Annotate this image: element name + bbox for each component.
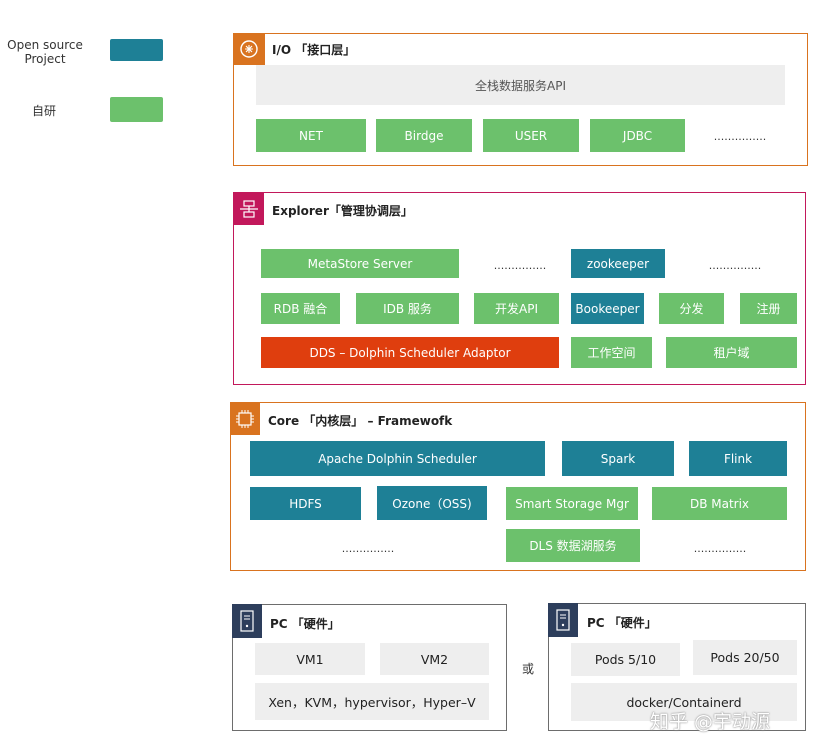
hw-right-pods-2: Pods 20/50 <box>693 640 797 675</box>
io-interface-icon <box>233 33 265 65</box>
or-label: 或 <box>522 662 535 676</box>
explorer-tenant: 租户域 <box>666 337 797 368</box>
explorer-idb: IDB 服务 <box>356 293 459 324</box>
explorer-ellipsis-2: ............... <box>708 258 762 272</box>
hw-right-pods-1: Pods 5/10 <box>571 643 680 676</box>
io-item-jdbc: JDBC <box>590 119 685 152</box>
hw-left-title: PC 「硬件」 <box>270 617 340 631</box>
hw-left-vm1: VM1 <box>255 643 365 675</box>
hw-right-title: PC 「硬件」 <box>587 616 657 630</box>
hw-left-virt: Xen，KVM，hypervisor，Hyper–V <box>255 683 489 720</box>
io-ellipsis: ............... <box>713 129 767 143</box>
hw-left-vm2: VM2 <box>380 643 489 675</box>
explorer-bookeeper: Bookeeper <box>571 293 644 324</box>
processor-chip-icon <box>230 402 260 435</box>
explorer-ellipsis-1: ............... <box>493 258 547 272</box>
io-layer-title: I/O 「接口层」 <box>272 43 356 57</box>
watermark: 知乎 @宇动源 <box>650 711 771 733</box>
explorer-rdb: RDB 融合 <box>261 293 340 324</box>
explorer-workspace: 工作空间 <box>571 337 652 368</box>
io-item-net: NET <box>256 119 366 152</box>
core-apache-ds: Apache Dolphin Scheduler <box>250 441 545 476</box>
core-flink: Flink <box>689 441 787 476</box>
core-hdfs: HDFS <box>250 487 361 520</box>
core-smart-storage: Smart Storage Mgr <box>506 487 638 520</box>
hw-right-docker: docker/Containerd <box>571 683 797 721</box>
legend-self-dev-swatch <box>110 97 163 122</box>
core-dls: DLS 数据湖服务 <box>506 529 640 562</box>
core-ozone: Ozone（OSS) <box>377 486 487 520</box>
core-ellipsis-2: ............... <box>693 541 747 555</box>
server-icon <box>232 604 262 638</box>
legend-self-dev-label: 自研 <box>31 104 56 118</box>
server-icon <box>548 603 578 637</box>
core-layer-title: Core 「内核层」 – Framewofk <box>268 414 453 428</box>
explorer-zookeeper: zookeeper <box>571 249 665 278</box>
explorer-dispatch: 分发 <box>659 293 724 324</box>
management-network-icon <box>233 192 264 225</box>
explorer-layer-title: Explorer「管理协调层」 <box>272 204 413 218</box>
io-api-bar: 全栈数据服务API <box>256 65 785 105</box>
explorer-dev-api: 开发API <box>474 293 559 324</box>
io-item-birdge: Birdge <box>376 119 472 152</box>
io-item-user: USER <box>483 119 579 152</box>
explorer-dds: DDS – Dolphin Scheduler Adaptor <box>261 337 559 368</box>
core-ellipsis-1: ............... <box>341 541 395 555</box>
explorer-metastore: MetaStore Server <box>261 249 459 278</box>
explorer-register: 注册 <box>740 293 797 324</box>
legend-open-source-swatch <box>110 39 163 61</box>
core-spark: Spark <box>562 441 674 476</box>
legend-open-source-label: Open source Project <box>7 38 83 66</box>
core-db-matrix: DB Matrix <box>652 487 787 520</box>
